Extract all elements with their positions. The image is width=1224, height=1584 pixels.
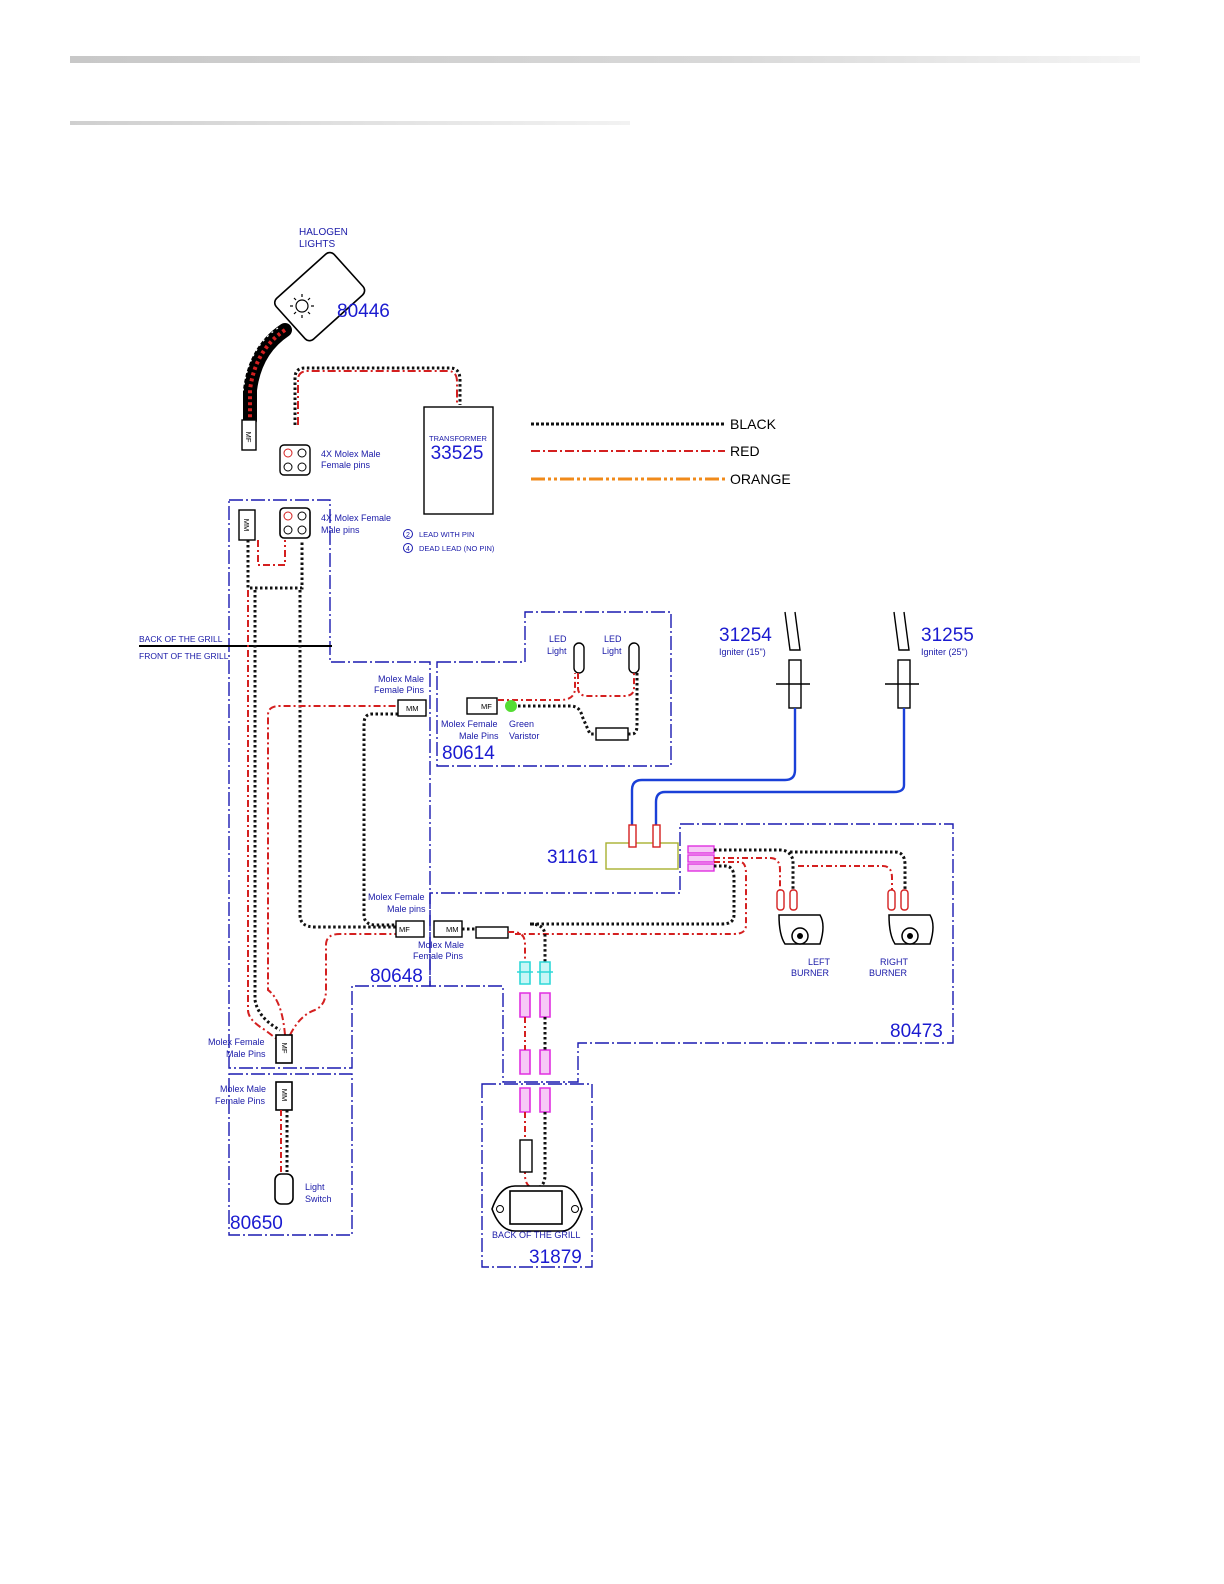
part-number-31255: 31255	[921, 625, 974, 646]
molex-male-mid-label-1: Molex Male	[418, 940, 464, 950]
inline-fuse	[475, 926, 509, 939]
part-number-80473: 80473	[890, 1021, 943, 1042]
molex-female-mid-label-1: Molex Female	[368, 892, 425, 902]
right-burner-label-1: RIGHT	[880, 957, 909, 967]
led2-label-b: Light	[602, 646, 622, 656]
rocker-switch-31879	[491, 1185, 583, 1232]
molex-4x-male-label-1: 4X Molex Male	[321, 449, 381, 459]
molex-male-bottom-label-2: Female Pins	[215, 1096, 266, 1106]
magenta-terminals	[519, 992, 551, 1113]
boundary-80473	[429, 823, 954, 1083]
light-switch-label-1: Light	[305, 1182, 325, 1192]
molex-4x-female-label-1: 4X Molex Female	[321, 513, 391, 523]
svg-text:MM: MM	[446, 925, 459, 934]
fuse-holder	[519, 1139, 533, 1173]
right-burner-label-2: BURNER	[869, 968, 908, 978]
spark-module-31161	[605, 842, 679, 870]
svg-text:DEAD LEAD (NO PIN): DEAD LEAD (NO PIN)	[419, 544, 495, 553]
header-rule-bottom	[70, 121, 630, 125]
green-varistor-label-1: Green	[509, 719, 534, 729]
igniter-left-label: Igniter (15")	[719, 647, 766, 657]
molex-male-top-label-2: Female Pins	[374, 685, 425, 695]
boundary-31879	[481, 1083, 593, 1268]
molex-4x-female-connector	[279, 507, 311, 539]
right-burner-valve	[888, 914, 934, 945]
molex-4x-male-label-2: Female pins	[321, 460, 371, 470]
connector-mf-bottom: MF	[275, 1034, 293, 1064]
led1-label-a: LED	[549, 634, 567, 644]
part-number-31254: 31254	[719, 625, 772, 646]
halogen-title-2: LIGHTS	[299, 239, 335, 250]
svg-text:MF: MF	[399, 925, 410, 934]
legend-black: BLACK	[730, 416, 777, 432]
svg-text:MF: MF	[481, 702, 492, 711]
part-number-80614: 80614	[442, 743, 495, 764]
transformer-title: TRANSFORMER	[429, 434, 488, 443]
connector-mf-mid: MF	[395, 920, 425, 938]
led-module: MF	[466, 642, 640, 741]
molex-4x-female-label-2: Male pins	[321, 525, 360, 535]
molex-male-top-label-1: Molex Male	[378, 674, 424, 684]
legend-orange: ORANGE	[730, 471, 791, 487]
molex-female-bottom-label-2: Male Pins	[226, 1049, 266, 1059]
part-number-80650: 80650	[230, 1213, 283, 1234]
igniter-right-label: Igniter (25")	[921, 647, 968, 657]
led-molex-label-1: Molex Female	[441, 719, 498, 729]
svg-text:MM: MM	[280, 1089, 289, 1102]
molex-male-mid-label-2: Female Pins	[413, 951, 464, 961]
part-number-31879: 31879	[529, 1247, 582, 1268]
grill-line-front: FRONT OF THE GRILL	[139, 651, 229, 661]
left-burner-label-1: LEFT	[808, 957, 831, 967]
igniter-right	[885, 611, 919, 709]
molex-female-mid-label-2: Male pins	[387, 904, 426, 914]
svg-text:2: 2	[406, 532, 410, 539]
cyan-terminals	[517, 961, 553, 985]
green-varistor-label-2: Varistor	[509, 731, 539, 741]
transformer-box	[423, 406, 494, 515]
svg-text:4: 4	[406, 546, 410, 553]
grill-line-back: BACK OF THE GRILL	[139, 634, 223, 644]
led2-label-a: LED	[604, 634, 622, 644]
led-molex-label-2: Male Pins	[459, 731, 499, 741]
legend-red: RED	[730, 443, 760, 459]
molex-female-bottom-label-1: Molex Female	[208, 1037, 265, 1047]
part-number-33525: 33525	[431, 443, 484, 464]
connector-mm-led: MM	[397, 699, 427, 717]
led1-label-b: Light	[547, 646, 567, 656]
svg-text:LEAD WITH PIN: LEAD WITH PIN	[419, 530, 474, 539]
sun-icon	[290, 294, 314, 318]
halogen-light: MF	[241, 251, 366, 451]
light-switch	[274, 1173, 294, 1205]
igniter-left	[776, 611, 810, 709]
molex-4x-male-connector	[279, 444, 311, 476]
svg-text:MF: MF	[280, 1043, 289, 1054]
header-rule-top	[70, 56, 1140, 63]
svg-text:MM: MM	[406, 704, 419, 713]
connector-code-mf: MF	[244, 432, 253, 443]
part-number-80446: 80446	[337, 301, 390, 322]
light-switch-label-2: Switch	[305, 1194, 332, 1204]
wire-halogen-to-transformer	[293, 366, 462, 425]
svg-text:MM: MM	[242, 519, 251, 532]
halogen-title-1: HALOGEN	[299, 227, 348, 238]
boundary-80614	[436, 611, 672, 767]
harness-boundaries	[228, 499, 954, 1268]
part-number-80648: 80648	[370, 966, 423, 987]
molex-male-bottom-label-1: Molex Male	[220, 1084, 266, 1094]
connector-mm-top: MM	[238, 509, 256, 541]
pin-note: 2 LEAD WITH PIN 4 DEAD LEAD (NO PIN)	[403, 529, 495, 553]
grill-back-label: BACK OF THE GRILL	[492, 1230, 580, 1240]
part-number-31161: 31161	[547, 847, 598, 868]
left-burner-valve	[778, 914, 824, 945]
wire-legend	[531, 422, 725, 481]
connector-mm-bottom: MM	[275, 1081, 293, 1111]
connector-mm-mid: MM	[433, 920, 463, 938]
burner-terminals	[776, 889, 909, 911]
module-terminals	[687, 845, 715, 872]
left-burner-label-2: BURNER	[791, 968, 830, 978]
